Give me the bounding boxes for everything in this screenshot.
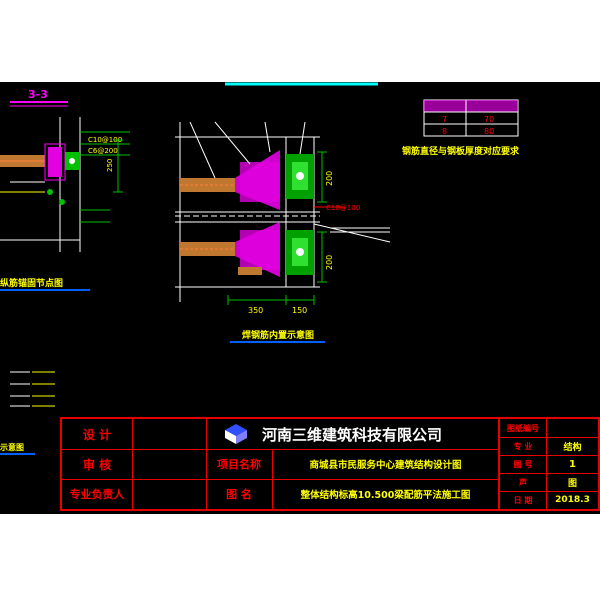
dim-vertical-bottom: 200: [325, 255, 334, 270]
tb-discipline-value: 结构: [563, 442, 582, 453]
center-rebar-detail: 200 200 C10@100 350 150 焊钢筋内置示意图: [175, 121, 391, 343]
dim-vertical-top: 200: [325, 171, 334, 186]
left-anchorage-detail: 3-3 C10@100 C6@200 250 纵筋锚固节点图: [0, 88, 130, 291]
tb-date-label: 日 期: [513, 495, 533, 505]
center-detail-caption: 焊钢筋内置示意图: [242, 329, 314, 341]
tb-left-col: 设 计 审 核 专业负责人: [62, 419, 212, 509]
company-logo-icon: [225, 424, 247, 444]
title-block: 设 计 审 核 专业负责人 河南三维建筑科技有限公司 项目名称 商城县市民服务中…: [60, 417, 600, 511]
left-label-c6: C6@200: [88, 147, 118, 155]
table-row1-col2: 70: [484, 115, 494, 124]
project-label: 项目名称: [217, 458, 261, 471]
left-dim-text: 250: [106, 159, 114, 172]
tb-lead-label: 专业负责人: [69, 488, 125, 501]
tb-reviewer-label: 审 核: [82, 457, 112, 472]
cad-drawing-viewport[interactable]: 3-3 C10@100 C6@200 250 纵筋锚固节点图: [0, 82, 600, 514]
drawing-label: 图 名: [226, 488, 252, 501]
left-label-c10: C10@100: [88, 136, 122, 144]
tb-sound-value: 图: [567, 478, 577, 489]
center-note-spacing: C10@100: [326, 204, 360, 212]
section-mark-text: 3-3: [28, 88, 48, 101]
table-caption: 钢筋直径与钢板厚度对应要求: [402, 145, 520, 157]
tb-date-value: 2018.3: [555, 495, 590, 505]
tb-sheet-label: 图 号: [513, 459, 533, 469]
company-row: 河南三维建筑科技有限公司: [212, 419, 498, 449]
left-lower-notes: 示意图: [0, 371, 55, 455]
tb-drawing-no-value: [547, 419, 598, 437]
dim-horizontal-left: 350: [248, 306, 263, 315]
company-name: 河南三维建筑科技有限公司: [262, 425, 443, 444]
tb-sheet-value: 1: [569, 458, 576, 470]
left-detail-caption: 纵筋锚固节点图: [0, 277, 63, 289]
tb-right-col: 图纸编号 专 业 结构 图 号 1 声 图 日 期 2018.3: [500, 419, 598, 509]
project-name: 商城县市民服务中心建筑结构设计图: [309, 460, 462, 471]
tb-drawing-no-label: 图纸编号: [507, 423, 539, 433]
left-partial-caption: 示意图: [0, 442, 24, 452]
tb-discipline-label: 专 业: [513, 441, 533, 451]
tb-sound-label: 声: [519, 477, 527, 487]
cad-drawing-canvas: 3-3 C10@100 C6@200 250 纵筋锚固节点图: [0, 82, 520, 455]
table-row2-col2: 80: [484, 127, 494, 136]
tb-designer-label: 设 计: [82, 427, 112, 442]
rebar-plate-table: 7 70 8 80 钢筋直径与钢板厚度对应要求: [402, 99, 520, 157]
table-row2-col1: 8: [442, 127, 447, 136]
table-row1-col1: 7: [442, 115, 447, 124]
drawing-name: 整体结构标高10.500梁配筋平法施工图: [300, 490, 471, 501]
dim-horizontal-right: 150: [292, 306, 307, 315]
